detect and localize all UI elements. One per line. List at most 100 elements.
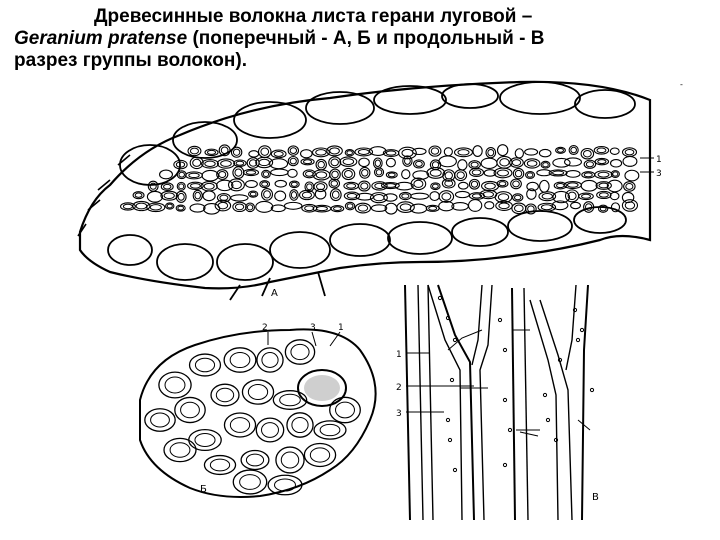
fiber-cell-lumen bbox=[331, 170, 339, 179]
fiber-cell-lumen bbox=[206, 149, 217, 155]
fiber-cell bbox=[565, 169, 581, 178]
fiber-cell bbox=[328, 156, 342, 169]
fiber-cell bbox=[165, 202, 175, 210]
fiber-cell-lumen bbox=[177, 192, 185, 201]
figure-title: Древесинные волокна листа герани луговой… bbox=[14, 6, 706, 72]
parenchyma-cell bbox=[233, 101, 307, 139]
fiber-cell bbox=[359, 166, 371, 179]
thick-fiber-cell bbox=[313, 420, 347, 440]
fiber-cell-lumen bbox=[431, 183, 439, 189]
fiber-cell-lumen bbox=[217, 201, 229, 210]
fiber-cell bbox=[146, 202, 166, 213]
fiber-cell bbox=[274, 190, 287, 202]
fiber-cell bbox=[385, 157, 396, 168]
thick-fiber-cell bbox=[174, 396, 206, 424]
fiber-cell-lumen bbox=[585, 203, 593, 211]
fiber-cell bbox=[525, 203, 537, 215]
fiber-cell-lumen bbox=[404, 157, 411, 165]
fiber-cell-lumen bbox=[487, 148, 495, 157]
fiber-cell bbox=[512, 167, 525, 180]
fiber-cell bbox=[570, 201, 581, 210]
fiber-cell bbox=[270, 149, 287, 159]
fiber-cell-lumen bbox=[430, 147, 440, 155]
fiber-cell-lumen bbox=[220, 160, 232, 167]
fiber-cell-lumen bbox=[346, 203, 354, 209]
pit-dot bbox=[507, 427, 513, 433]
fiber-cell bbox=[485, 146, 497, 159]
fiber-cell-lumen bbox=[456, 171, 465, 180]
fiber-cell bbox=[159, 169, 174, 180]
panel-b-fiber-cells bbox=[144, 339, 361, 496]
fiber-cell bbox=[426, 166, 446, 179]
panel-b-cross-section: 2 3 1 Б bbox=[139, 323, 377, 498]
fiber-cell bbox=[538, 148, 552, 158]
pit-dot bbox=[545, 417, 551, 423]
fiber-cell-lumen bbox=[218, 171, 227, 179]
fiber-cell bbox=[512, 193, 524, 202]
panel-b-large-cell bbox=[297, 369, 347, 407]
fiber-cell bbox=[354, 147, 374, 157]
thick-fiber-cell bbox=[223, 347, 257, 373]
fiber-cell-lumen bbox=[499, 158, 510, 167]
fiber-cell bbox=[132, 200, 151, 212]
fiber-cell bbox=[484, 201, 495, 210]
thick-fiber-cell bbox=[203, 454, 237, 476]
parenchyma-cell bbox=[156, 243, 214, 281]
fiber-cell-lumen bbox=[540, 204, 553, 211]
fiber-cell-lumen bbox=[361, 168, 369, 177]
fiber-cell bbox=[204, 148, 219, 157]
fiber-cell bbox=[358, 157, 370, 168]
fiber-cell-lumen bbox=[625, 183, 634, 190]
fiber-cell-lumen bbox=[471, 193, 483, 199]
thick-fiber-cell-lumen bbox=[180, 401, 200, 419]
fiber-cell bbox=[555, 146, 566, 154]
parenchyma-cell bbox=[373, 85, 447, 115]
fiber-cell bbox=[216, 169, 229, 180]
fiber-cell bbox=[441, 178, 456, 189]
fiber-cell-lumen bbox=[624, 148, 635, 156]
title-line-2: Geranium pratense (поперечный - А, Б и п… bbox=[14, 28, 544, 49]
fiber-cell bbox=[203, 203, 221, 215]
thick-fiber-cell bbox=[329, 396, 361, 424]
fiber-cell bbox=[300, 158, 315, 166]
fiber-cell bbox=[326, 145, 343, 157]
thick-fiber-cell-lumen bbox=[229, 351, 251, 369]
thick-fiber-cell-lumen bbox=[274, 478, 296, 492]
pit-dot bbox=[452, 467, 458, 473]
fiber-cell-lumen bbox=[444, 180, 454, 187]
fiber-cell bbox=[227, 178, 245, 192]
fiber-cell-lumen bbox=[498, 181, 507, 187]
pit-dot bbox=[452, 337, 458, 343]
fiber-cell bbox=[216, 179, 234, 192]
panel-a-callout-1: 1 bbox=[656, 155, 662, 165]
fiber-cell bbox=[580, 179, 598, 192]
fiber-cell bbox=[597, 204, 609, 213]
fiber-cell bbox=[430, 182, 441, 191]
thick-fiber-cell-lumen bbox=[239, 474, 261, 490]
fiber-cell bbox=[175, 190, 187, 203]
pit-dot bbox=[502, 347, 508, 353]
pit-dot bbox=[445, 417, 451, 423]
fiber-cell-lumen bbox=[598, 182, 609, 189]
fiber-cell bbox=[438, 155, 457, 168]
fiber-cell-lumen bbox=[234, 168, 243, 177]
fiber-cell-lumen bbox=[514, 169, 523, 178]
panel-a-callout-3: 3 bbox=[656, 169, 662, 179]
fiber-cell bbox=[609, 158, 623, 168]
fiber-cell bbox=[526, 181, 539, 192]
parenchyma-cell bbox=[507, 210, 573, 242]
fiber-cell bbox=[283, 201, 303, 210]
pit-dot bbox=[589, 387, 595, 393]
fiber-cell bbox=[496, 144, 509, 157]
thick-fiber-cell bbox=[232, 469, 268, 495]
fiber-cell bbox=[412, 159, 425, 169]
fiber-cell bbox=[594, 170, 613, 180]
fiber-cell bbox=[552, 190, 571, 204]
fiber-cell-lumen bbox=[557, 147, 564, 153]
thick-fiber-cell bbox=[303, 442, 337, 468]
fiber-cell-lumen bbox=[290, 191, 298, 199]
fiber-cell-lumen bbox=[597, 171, 610, 178]
fiber-cell bbox=[526, 188, 537, 200]
fiber-cell-lumen bbox=[566, 182, 579, 188]
fiber-cell-lumen bbox=[194, 191, 201, 200]
